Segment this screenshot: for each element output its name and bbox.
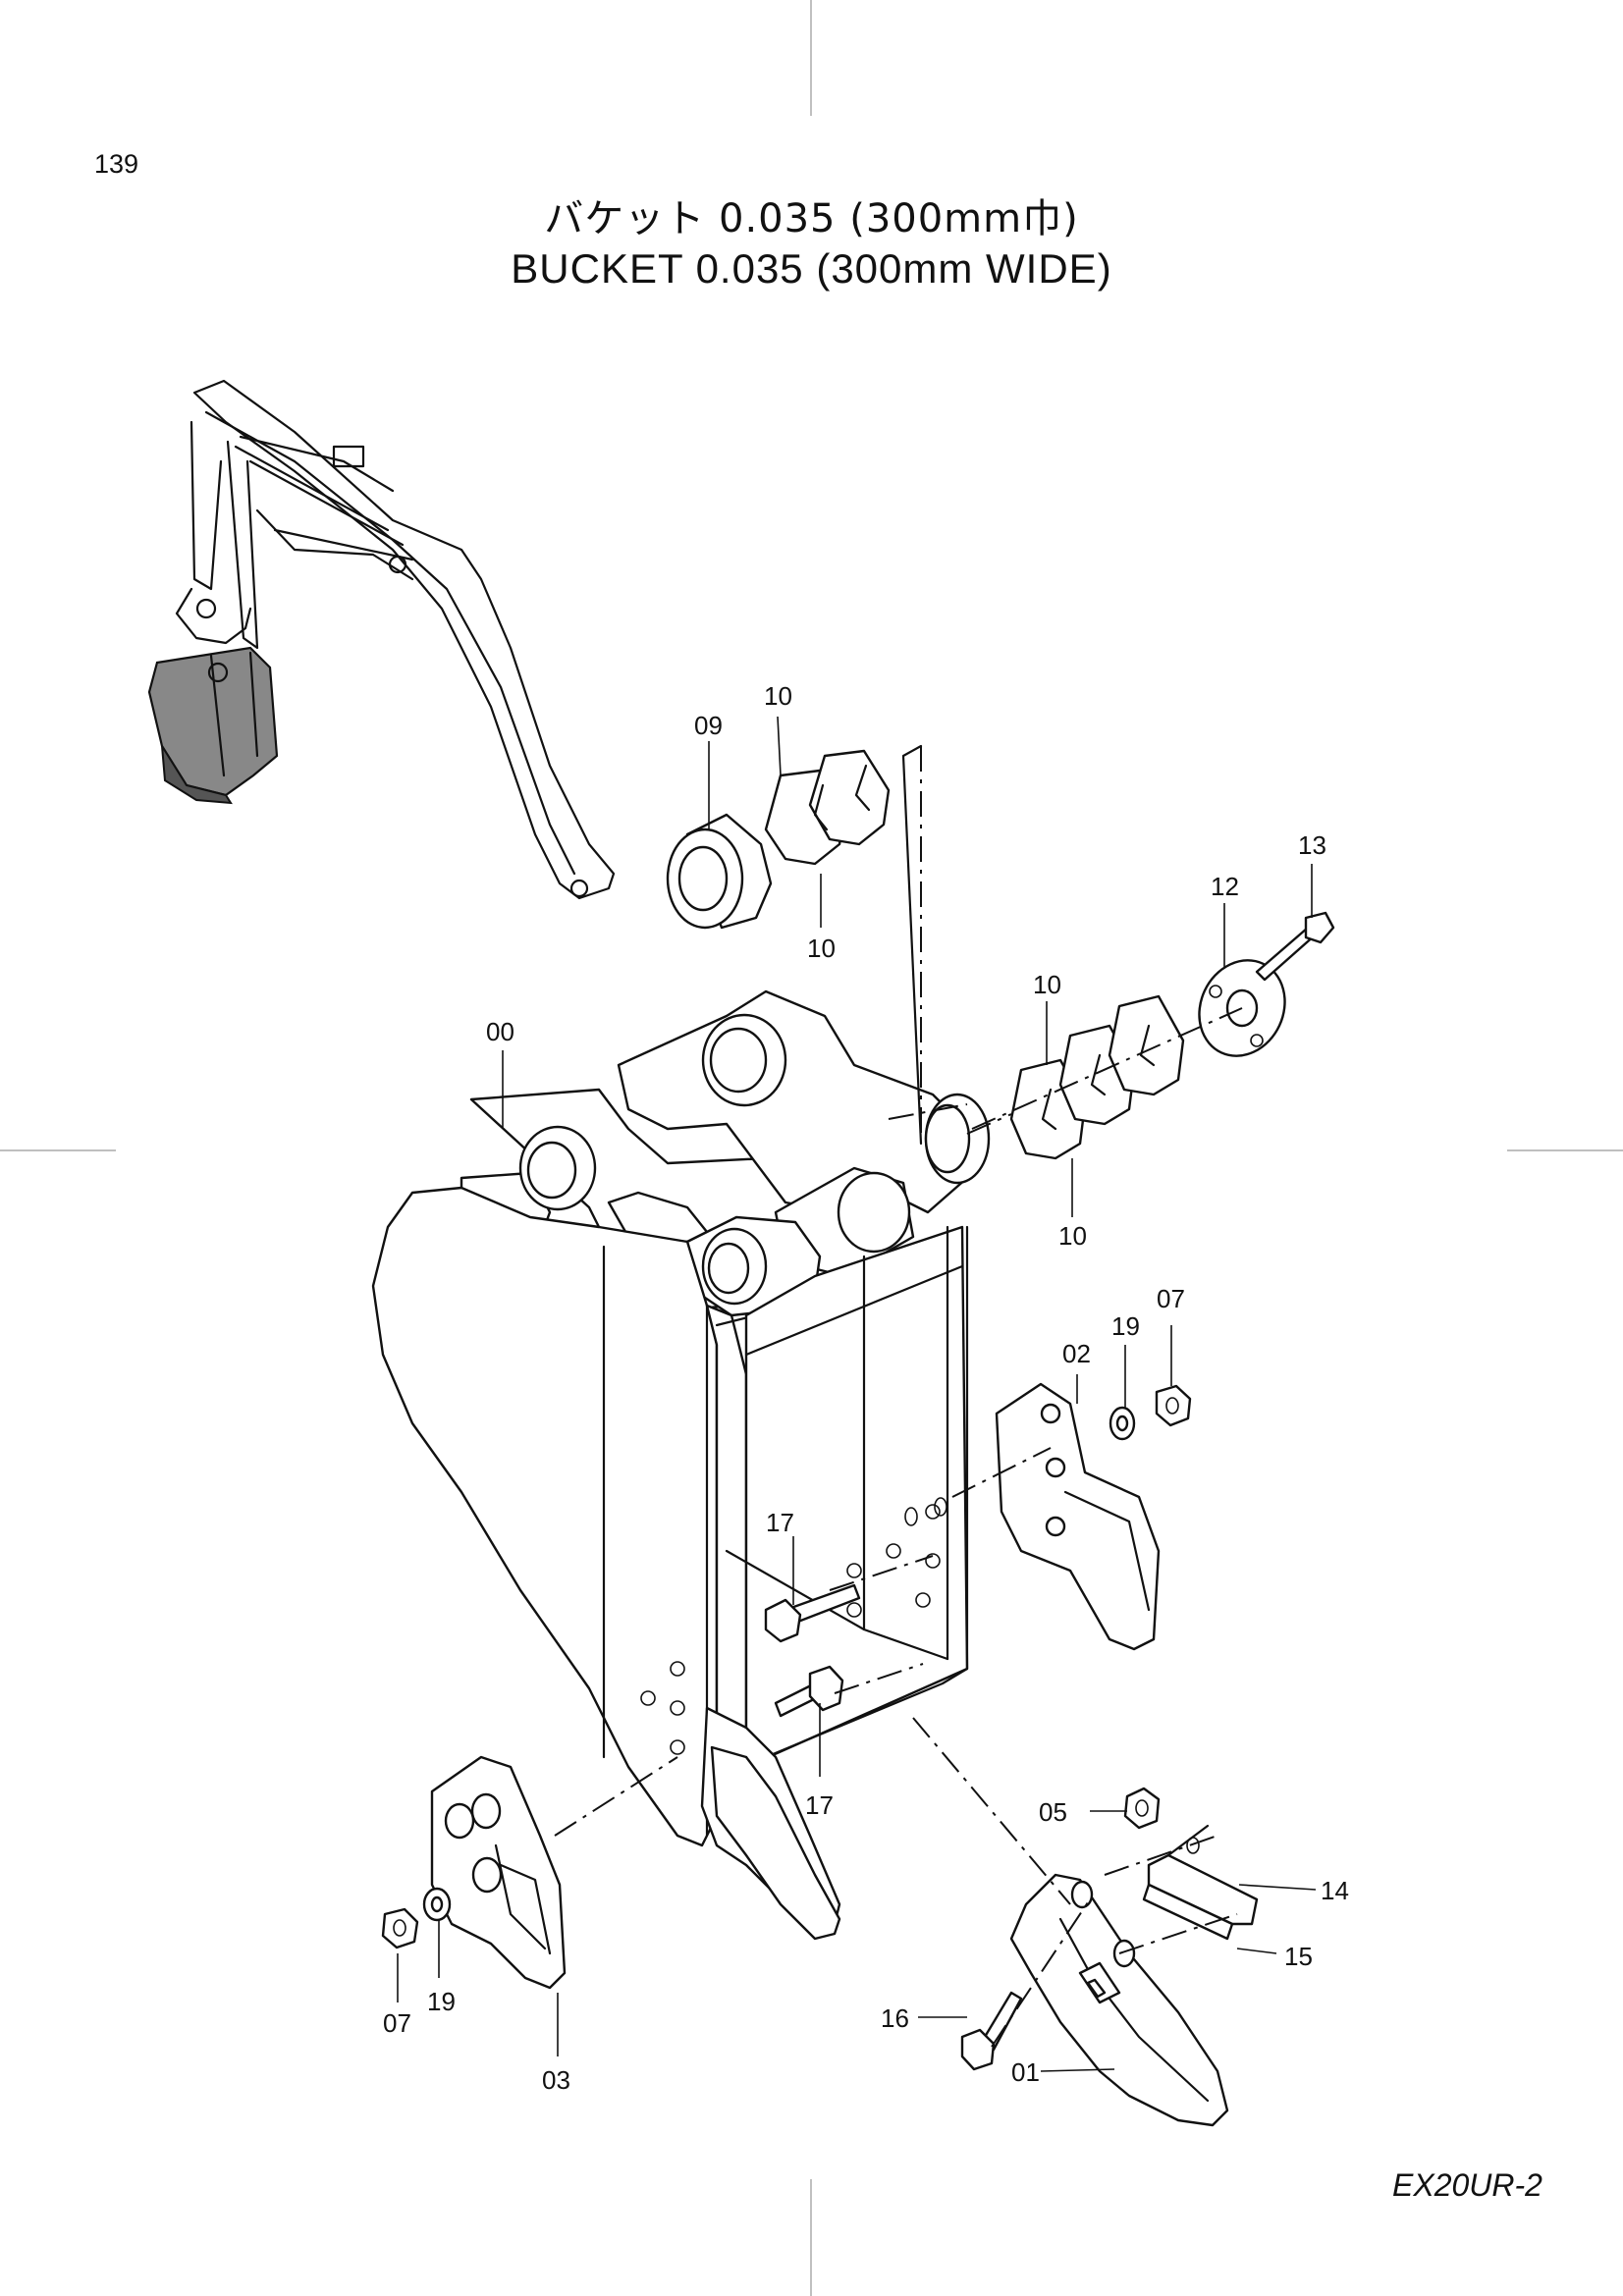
- part-17-bolt-lower: [774, 1665, 844, 1718]
- label-01: 01: [1011, 2057, 1040, 2087]
- label-16: 16: [881, 2003, 909, 2033]
- part-07-nut-left: [381, 1907, 419, 1949]
- label-10-upper-bottom: 10: [807, 934, 836, 963]
- label-07-left: 07: [383, 2008, 411, 2038]
- part-01-tooth: [1009, 1873, 1229, 2127]
- part-19-washer-left: [422, 1887, 452, 1922]
- title-english: BUCKET 0.035 (300mm WIDE): [511, 245, 1112, 292]
- page-number: 139: [94, 149, 139, 179]
- label-07-right: 07: [1157, 1284, 1185, 1313]
- part-15-plate: [1142, 1883, 1234, 1941]
- part-10-shims-lower: [1009, 994, 1185, 1160]
- label-19-left: 19: [427, 1987, 456, 2016]
- part-09-bushing: [666, 813, 773, 930]
- label-09: 09: [694, 711, 723, 740]
- label-15: 15: [1284, 1942, 1313, 1971]
- label-03: 03: [542, 2065, 570, 2095]
- label-19-right: 19: [1111, 1311, 1140, 1341]
- part-01-tooth-mounted: [710, 1745, 841, 1941]
- part-17-bolt-upper: [764, 1583, 861, 1643]
- part-labels: 00 09 10 10 12 13 10 10 07 19 02 17 17 0…: [383, 681, 1349, 2095]
- label-10-lower-bottom: 10: [1058, 1221, 1087, 1251]
- model-code: EX20UR-2: [1392, 2167, 1542, 2203]
- label-12: 12: [1211, 872, 1239, 901]
- part-02-side-cutter: [995, 1382, 1161, 1651]
- part-03-side-cutter: [430, 1755, 567, 1990]
- excavator-arm-overview: [147, 379, 616, 900]
- label-17-lower: 17: [805, 1790, 834, 1820]
- part-10-shims-upper: [764, 749, 891, 866]
- assembly-center-lines: [554, 744, 1243, 2048]
- part-05-nut: [1123, 1787, 1161, 1830]
- part-16-bolt: [960, 1991, 1023, 2071]
- part-13-bolt: [1255, 911, 1335, 982]
- part-07-nut-right: [1155, 1384, 1192, 1427]
- title-japanese: バケット 0.035 (300mm巾): [544, 196, 1079, 241]
- label-13: 13: [1298, 830, 1326, 860]
- leader-lines: [397, 716, 1317, 2072]
- label-02: 02: [1062, 1339, 1091, 1368]
- label-14: 14: [1321, 1876, 1349, 1905]
- part-19-washer-right: [1109, 1406, 1136, 1441]
- label-05: 05: [1039, 1797, 1067, 1827]
- label-17-upper: 17: [766, 1508, 794, 1537]
- part-14-pin: [1147, 1824, 1259, 1926]
- label-10-upper-top: 10: [764, 681, 792, 711]
- label-00: 00: [486, 1017, 514, 1046]
- label-10-lower-top: 10: [1033, 970, 1061, 999]
